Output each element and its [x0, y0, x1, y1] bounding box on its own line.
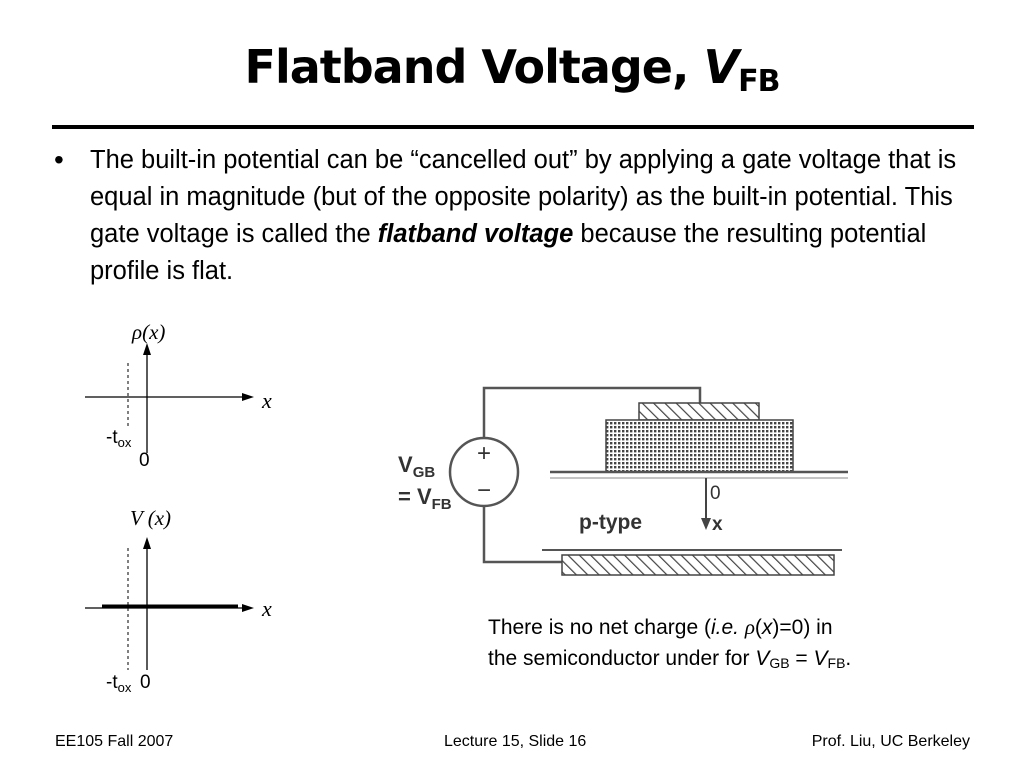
- body-wire: [482, 492, 562, 564]
- v-x-arrowhead: [242, 604, 254, 612]
- rho-ylabel: ρ(x): [131, 320, 165, 344]
- caption-ie: i.e.: [710, 616, 739, 639]
- caption-equals: =: [789, 647, 814, 670]
- v-y-arrowhead: [143, 537, 151, 549]
- title-text: Flatband Voltage,: [244, 40, 704, 94]
- depth-arrowhead: [701, 518, 711, 530]
- caption-text-3: the semiconductor under for: [488, 647, 756, 670]
- bullet-term: flatband voltage: [377, 220, 574, 248]
- body-contact: [561, 554, 835, 576]
- footer-slide-number: Lecture 15, Slide 16: [444, 733, 587, 750]
- vgb-label: VGB: [398, 452, 435, 481]
- caption-text-2: )=0) in: [772, 616, 833, 639]
- bullet-text: The built-in potential can be “cancelled…: [90, 142, 980, 290]
- rho-tox-label: -tox: [106, 427, 132, 450]
- substrate-label: p-type: [579, 511, 642, 534]
- caption-paren: (: [754, 616, 762, 639]
- caption-v1-sub: GB: [769, 655, 790, 671]
- gate-oxide: [605, 419, 794, 473]
- v-origin-label: 0: [140, 672, 151, 693]
- bullet-marker: •: [54, 144, 64, 175]
- mos-device-diagram: + − 0 x p-type VGB = VFB: [398, 386, 848, 576]
- title-var: V: [703, 40, 740, 94]
- title-divider: [52, 125, 974, 129]
- footer-course: EE105 Fall 2007: [55, 733, 174, 750]
- caption-v2: V: [813, 647, 828, 670]
- v-ylabel: V (x): [130, 506, 171, 530]
- diagram-caption: There is no net charge (i.e. ρ(x)=0) in …: [488, 612, 968, 679]
- vfb-label: = VFB: [398, 484, 452, 513]
- caption-v2-sub: FB: [827, 655, 846, 671]
- caption-period: .: [845, 647, 852, 670]
- v-xlabel: x: [261, 596, 272, 621]
- rho-xlabel: x: [261, 388, 272, 413]
- bullet-rest: because the resulting potential profile …: [90, 220, 927, 285]
- caption-x: x: [761, 616, 773, 639]
- caption-rho: ρ: [744, 615, 755, 639]
- voltage-source-icon: [448, 436, 520, 508]
- depth-x-label: x: [712, 514, 723, 535]
- gate-electrode: [638, 402, 760, 421]
- bullet-intro: The built-in potential can be “cancelled…: [90, 146, 957, 248]
- slide-title: Flatband Voltage, VFB: [0, 40, 1024, 99]
- source-minus: −: [477, 477, 491, 504]
- potential-plot: V (x) x -tox 0: [85, 506, 272, 695]
- title-sub: FB: [738, 64, 780, 99]
- depth-origin: 0: [710, 483, 721, 504]
- charge-density-plot: ρ(x) x -tox 0: [85, 320, 272, 471]
- gate-wire: [482, 386, 702, 452]
- rho-y-arrowhead: [143, 343, 151, 355]
- footer-author: Prof. Liu, UC Berkeley: [811, 733, 970, 750]
- v-tox-label: -tox: [106, 672, 132, 695]
- caption-v1: V: [755, 647, 770, 670]
- source-plus: +: [477, 440, 491, 467]
- rho-x-arrowhead: [242, 393, 254, 401]
- rho-origin-label: 0: [139, 450, 150, 471]
- caption-text-1: There is no net charge (: [488, 616, 711, 639]
